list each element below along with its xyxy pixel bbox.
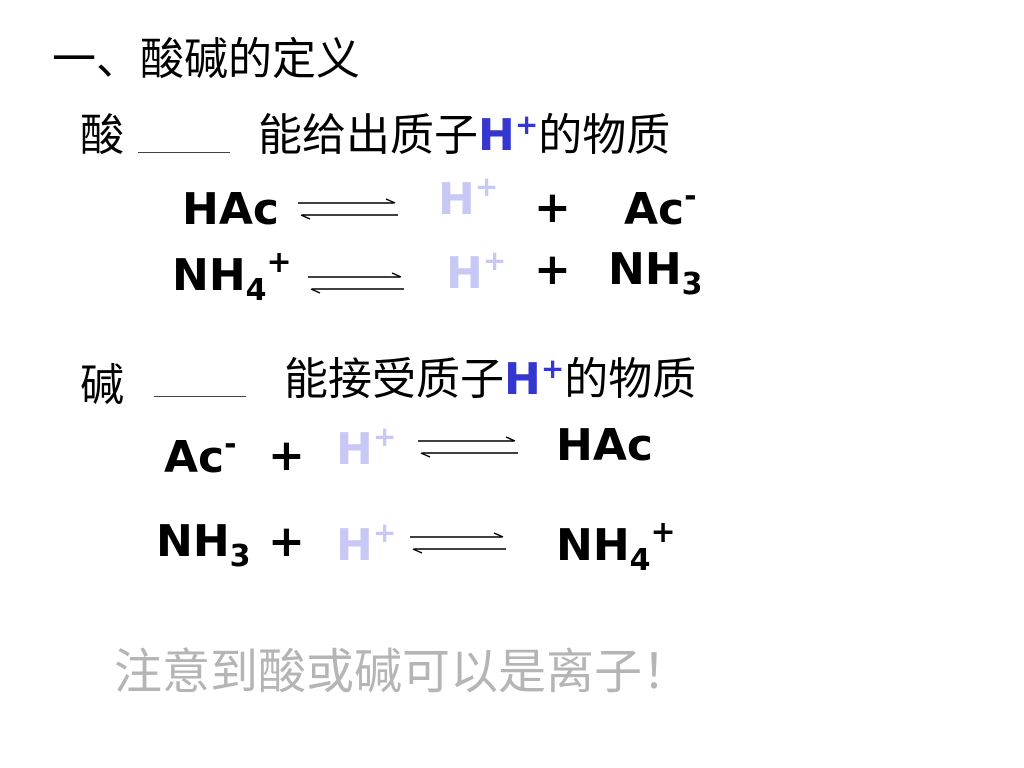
base-label: 碱 [80, 360, 124, 411]
acid-eq1-plus: + [534, 182, 571, 233]
acid-definition-post: 的物质 [538, 110, 671, 161]
acid-eq2-right: NH3 [608, 244, 703, 302]
acid-eq2-left: NH4+ [172, 245, 292, 308]
acid-definition-pre: 能给出质子 [258, 110, 478, 161]
acid-eq1-right: Ac- [624, 179, 697, 235]
base-blank-line [154, 396, 246, 397]
acid-blank-line [138, 152, 230, 153]
equilibrium-arrow-icon [418, 436, 518, 458]
base-definition-post: 的物质 [564, 354, 697, 405]
base-eq2-proton: H+ [336, 516, 397, 571]
base-eq2-left: NH3 [156, 516, 251, 574]
base-eq1-proton: H+ [336, 420, 397, 475]
acid-eq2-proton: H+ [446, 244, 507, 299]
equilibrium-arrow-icon [410, 532, 506, 554]
equilibrium-arrow-icon [298, 198, 398, 220]
base-eq2-right: NH4+ [556, 515, 676, 578]
slide-title: 一、酸碱的定义 [52, 34, 360, 85]
base-eq1-right: HAc [556, 420, 653, 471]
acid-eq1-left: HAc [182, 184, 279, 235]
base-eq1-plus: + [268, 430, 305, 481]
base-definition-pre: 能接受质子 [284, 354, 504, 405]
base-definition: 能接受质子H+的物质 [284, 355, 696, 402]
acid-definition: 能给出质子H+的物质 [258, 111, 670, 158]
note-text: 注意到酸或碱可以是离子！ [114, 644, 691, 700]
base-definition-proton: H+ [504, 352, 565, 405]
acid-eq2-plus: + [534, 244, 571, 295]
base-eq2-plus: + [268, 516, 305, 567]
acid-eq1-proton: H+ [438, 170, 499, 225]
equilibrium-arrow-icon [308, 272, 404, 294]
acid-definition-proton: H+ [478, 108, 539, 161]
base-eq1-left: Ac- [164, 427, 237, 483]
acid-label: 酸 [80, 110, 124, 161]
